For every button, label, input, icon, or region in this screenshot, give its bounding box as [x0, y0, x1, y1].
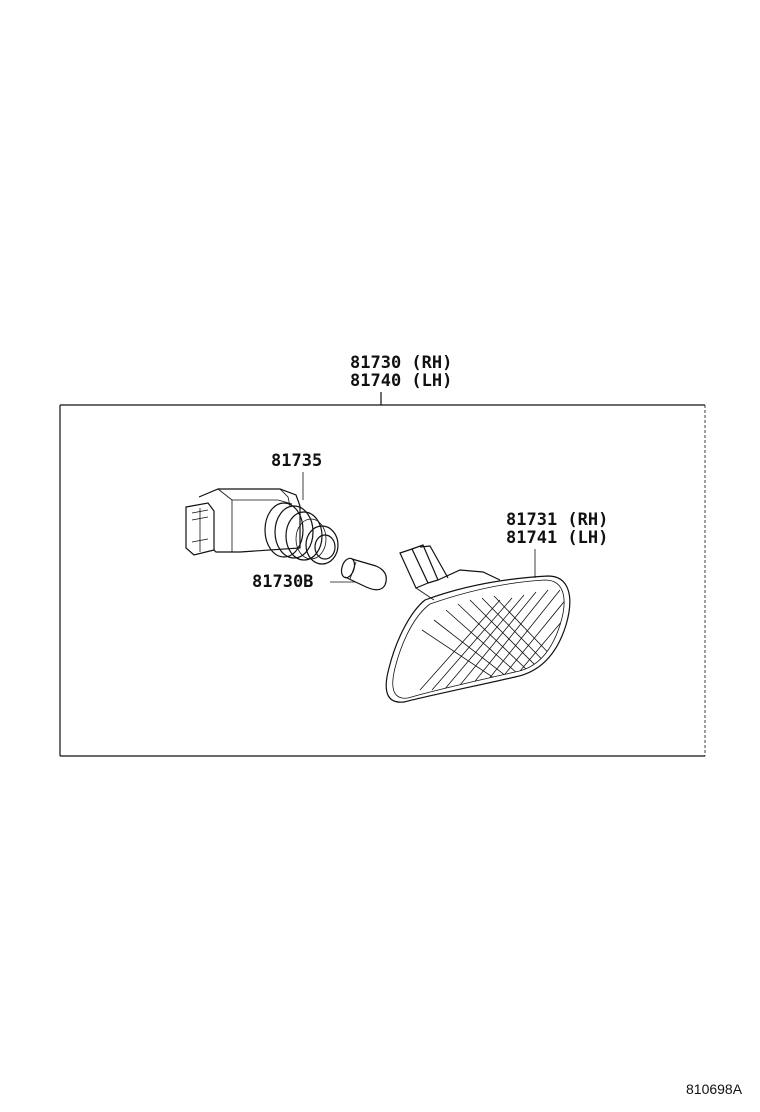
socket-drawing [185, 488, 339, 565]
assembly-frame [59, 404, 706, 757]
lens-part-lh-label: 81741 (LH) [506, 528, 608, 548]
assembly-part-rh-label: 81730 (RH) [350, 353, 452, 373]
figure-code: 810698A [686, 1081, 743, 1097]
bulb-drawing [340, 557, 387, 591]
socket-part-label: 81735 [271, 451, 322, 471]
bulb-part-label: 81730B [252, 572, 313, 592]
lens-drawing [385, 544, 571, 703]
assembly-part-lh-label: 81740 (LH) [350, 371, 452, 391]
lens-part-rh-label: 81731 (RH) [506, 510, 608, 530]
